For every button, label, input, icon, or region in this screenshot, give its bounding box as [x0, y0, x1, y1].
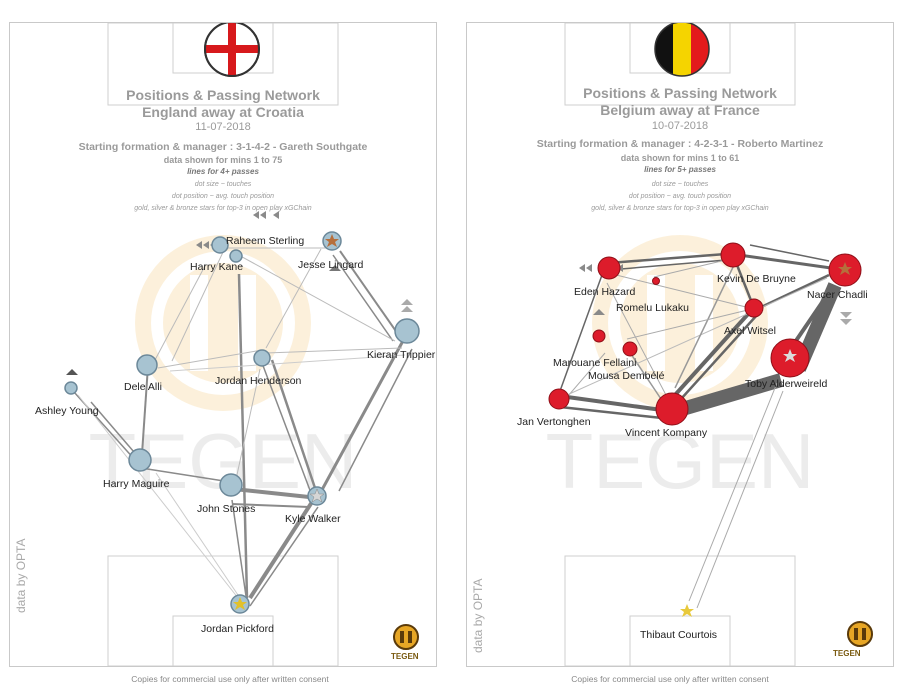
- node-axel-witsel: [744, 298, 764, 318]
- player-label: Jordan Henderson: [215, 375, 302, 387]
- player-label: Harry Kane: [190, 261, 244, 273]
- node-dele-alli: [136, 354, 158, 376]
- footer-copyright: Copies for commercial use only after wri…: [131, 674, 329, 684]
- player-label: John Stones: [197, 503, 256, 515]
- pass-lines: [559, 244, 842, 609]
- silver-star-icon: [309, 488, 325, 503]
- node-marouane-fellaini: [592, 329, 606, 343]
- stars-note: gold, silver & bronze stars for top-3 in…: [134, 205, 312, 212]
- node-mousa-dembele: [622, 341, 638, 357]
- top-penalty-box: [564, 23, 796, 106]
- player-label: Eden Hazard: [574, 286, 636, 298]
- player-label: Thibaut Courtois: [640, 629, 718, 641]
- node-john-stones: [219, 473, 243, 497]
- england-flag-icon: [204, 23, 260, 77]
- bottom-goal-box: [172, 615, 274, 666]
- bronze-star-icon: [325, 234, 339, 247]
- lines-note: lines for 5+ passes: [644, 165, 716, 174]
- player-nodes: [64, 231, 420, 614]
- gold-star-icon: [233, 597, 247, 610]
- panel-title: Positions & Passing Network: [583, 85, 777, 101]
- belgium-flag-icon: [654, 23, 710, 77]
- tegen-logo-icon: [847, 621, 873, 647]
- player-label: Nacer Chadli: [807, 289, 868, 301]
- bottom-goal-box: [629, 615, 731, 666]
- dot-position-note: dot position ~ avg. touch position: [628, 193, 732, 200]
- node-kevin-de-bruyne: [720, 242, 746, 268]
- panel-subtitle: England away at Croatia: [142, 104, 304, 120]
- player-label: Dele Alli: [124, 381, 162, 393]
- player-label: Raheem Sterling: [226, 235, 305, 247]
- player-label: Mousa Dembélé: [588, 370, 665, 382]
- bottom-penalty-box: [564, 555, 796, 666]
- dot-size-note: dot size ~ touches: [651, 181, 709, 188]
- minutes-line: data shown for mins 1 to 61: [620, 153, 740, 163]
- node-vincent-kompany: [655, 392, 689, 426]
- player-label: Kieran Trippier: [367, 349, 436, 361]
- panel-title: Positions & Passing Network: [126, 87, 320, 103]
- player-label: Kyle Walker: [285, 513, 341, 525]
- player-label: Kevin De Bruyne: [717, 273, 796, 285]
- match-date: 11-07-2018: [195, 121, 251, 133]
- dot-position-note: dot position ~ avg. touch position: [171, 193, 275, 200]
- node-harry-maguire: [128, 448, 152, 472]
- node-raheem-sterling: [211, 236, 229, 254]
- node-kieran-trippier: [394, 318, 420, 344]
- watermark-logo: [135, 235, 311, 411]
- player-label: Jordan Pickford: [201, 623, 274, 635]
- player-label: Axel Witsel: [724, 325, 776, 337]
- node-harry-kane: [229, 249, 243, 263]
- dot-size-note: dot size ~ touches: [194, 181, 252, 188]
- player-label: Jesse Lingard: [298, 259, 364, 271]
- minutes-line: data shown for mins 1 to 75: [163, 155, 283, 165]
- gold-star-icon: [680, 604, 694, 617]
- player-label: Romelu Lukaku: [616, 302, 689, 314]
- node-ashley-young: [64, 381, 78, 395]
- panel-subtitle: Belgium away at France: [600, 102, 760, 118]
- silver-star-icon: [783, 349, 797, 362]
- node-romelu-lukaku: [652, 277, 660, 285]
- lines-note: lines for 4+ passes: [187, 167, 259, 176]
- formation-line: Starting formation & manager : 4-2-3-1 -…: [536, 138, 824, 150]
- player-label: Marouane Fellaini: [553, 357, 637, 369]
- belgium-pitch-graphic: TEGEN: [546, 23, 873, 666]
- player-label: Vincent Kompany: [625, 427, 708, 439]
- brand-label: TEGEN: [833, 649, 861, 658]
- top-penalty-box: [107, 23, 339, 106]
- player-label: Toby Alderweireld: [745, 378, 828, 390]
- pass-lines: [73, 247, 413, 607]
- data-source: data by OPTA: [471, 578, 485, 653]
- node-eden-hazard: [597, 256, 621, 280]
- belgium-network-panel: TEGEN: [466, 22, 894, 667]
- footer-copyright: Copies for commercial use only after wri…: [571, 674, 769, 684]
- match-date: 10-07-2018: [651, 120, 709, 132]
- stars-note: gold, silver & bronze stars for top-3 in…: [591, 205, 769, 212]
- player-label: Harry Maguire: [103, 478, 170, 490]
- node-jordan-henderson: [253, 349, 271, 367]
- tegen-logo-icon: [393, 624, 419, 650]
- england-network-panel: TEGEN: [9, 22, 437, 667]
- formation-line: Starting formation & manager : 3-1-4-2 -…: [78, 141, 368, 153]
- bronze-star-icon: [838, 262, 852, 275]
- node-jan-vertonghen: [548, 388, 570, 410]
- watermark-text: TEGEN: [546, 417, 815, 505]
- england-pitch-graphic: TEGEN: [64, 23, 420, 666]
- player-label: Jan Vertonghen: [517, 416, 591, 428]
- brand-label: TEGEN: [391, 652, 419, 661]
- bottom-penalty-box: [107, 555, 339, 666]
- player-label: Ashley Young: [35, 405, 99, 417]
- data-source: data by OPTA: [14, 538, 28, 613]
